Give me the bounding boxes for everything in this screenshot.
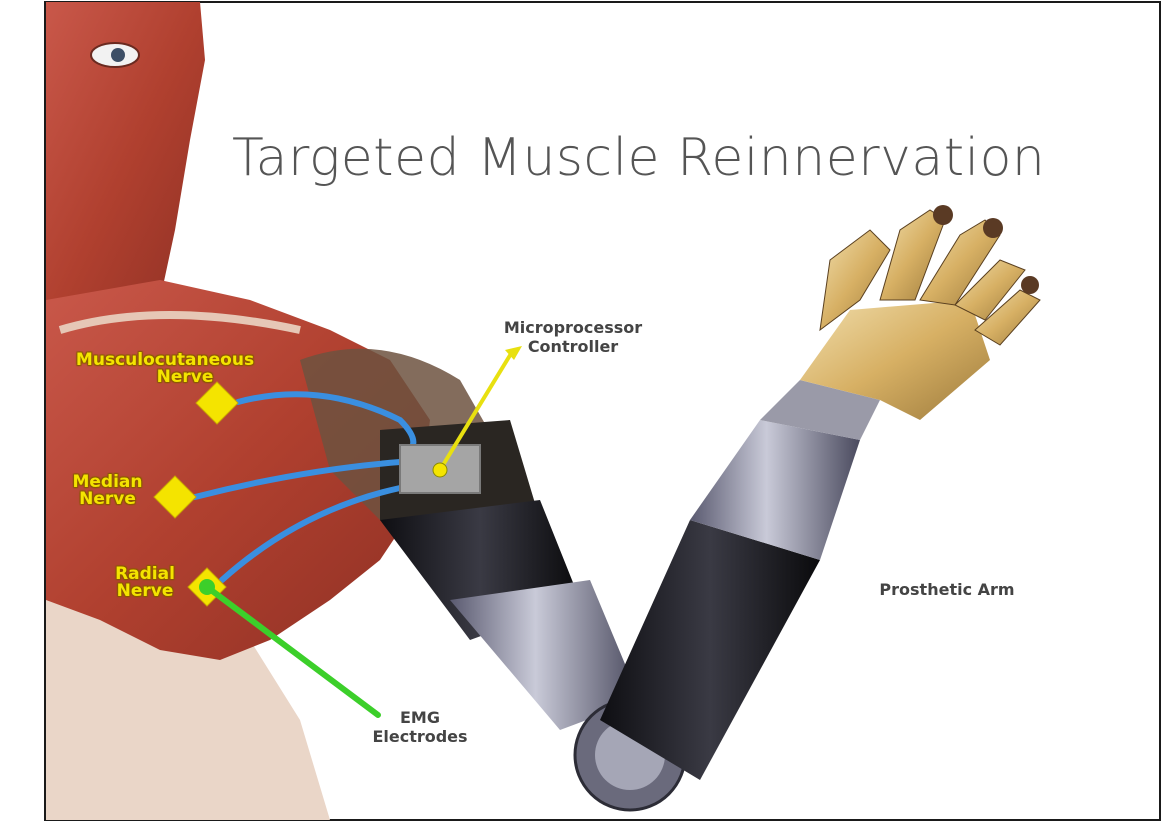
- microprocessor-controller-label: Microprocessor Controller: [488, 318, 658, 356]
- musculocutaneous-line2: Nerve: [100, 369, 270, 386]
- median-line2: Nerve: [60, 491, 155, 508]
- median-nerve-label: Median Nerve: [60, 474, 155, 508]
- microprocessor-line1: Microprocessor: [488, 318, 658, 337]
- controller-lead-dot: [433, 463, 447, 477]
- prosthetic-arm-label: Prosthetic Arm: [862, 580, 1032, 599]
- emg-line1: EMG: [360, 708, 480, 727]
- microprocessor-line2: Controller: [488, 337, 658, 356]
- slide-title: Targeted Muscle Reinnervation: [232, 128, 1112, 188]
- iris: [111, 48, 125, 62]
- musculocutaneous-nerve-label: Musculocutaneous Nerve: [60, 352, 270, 386]
- emg-electrodes-label: EMG Electrodes: [360, 708, 480, 746]
- radial-line2: Nerve: [100, 583, 190, 600]
- radial-nerve-label: Radial Nerve: [100, 566, 190, 600]
- emg-line2: Electrodes: [360, 727, 480, 746]
